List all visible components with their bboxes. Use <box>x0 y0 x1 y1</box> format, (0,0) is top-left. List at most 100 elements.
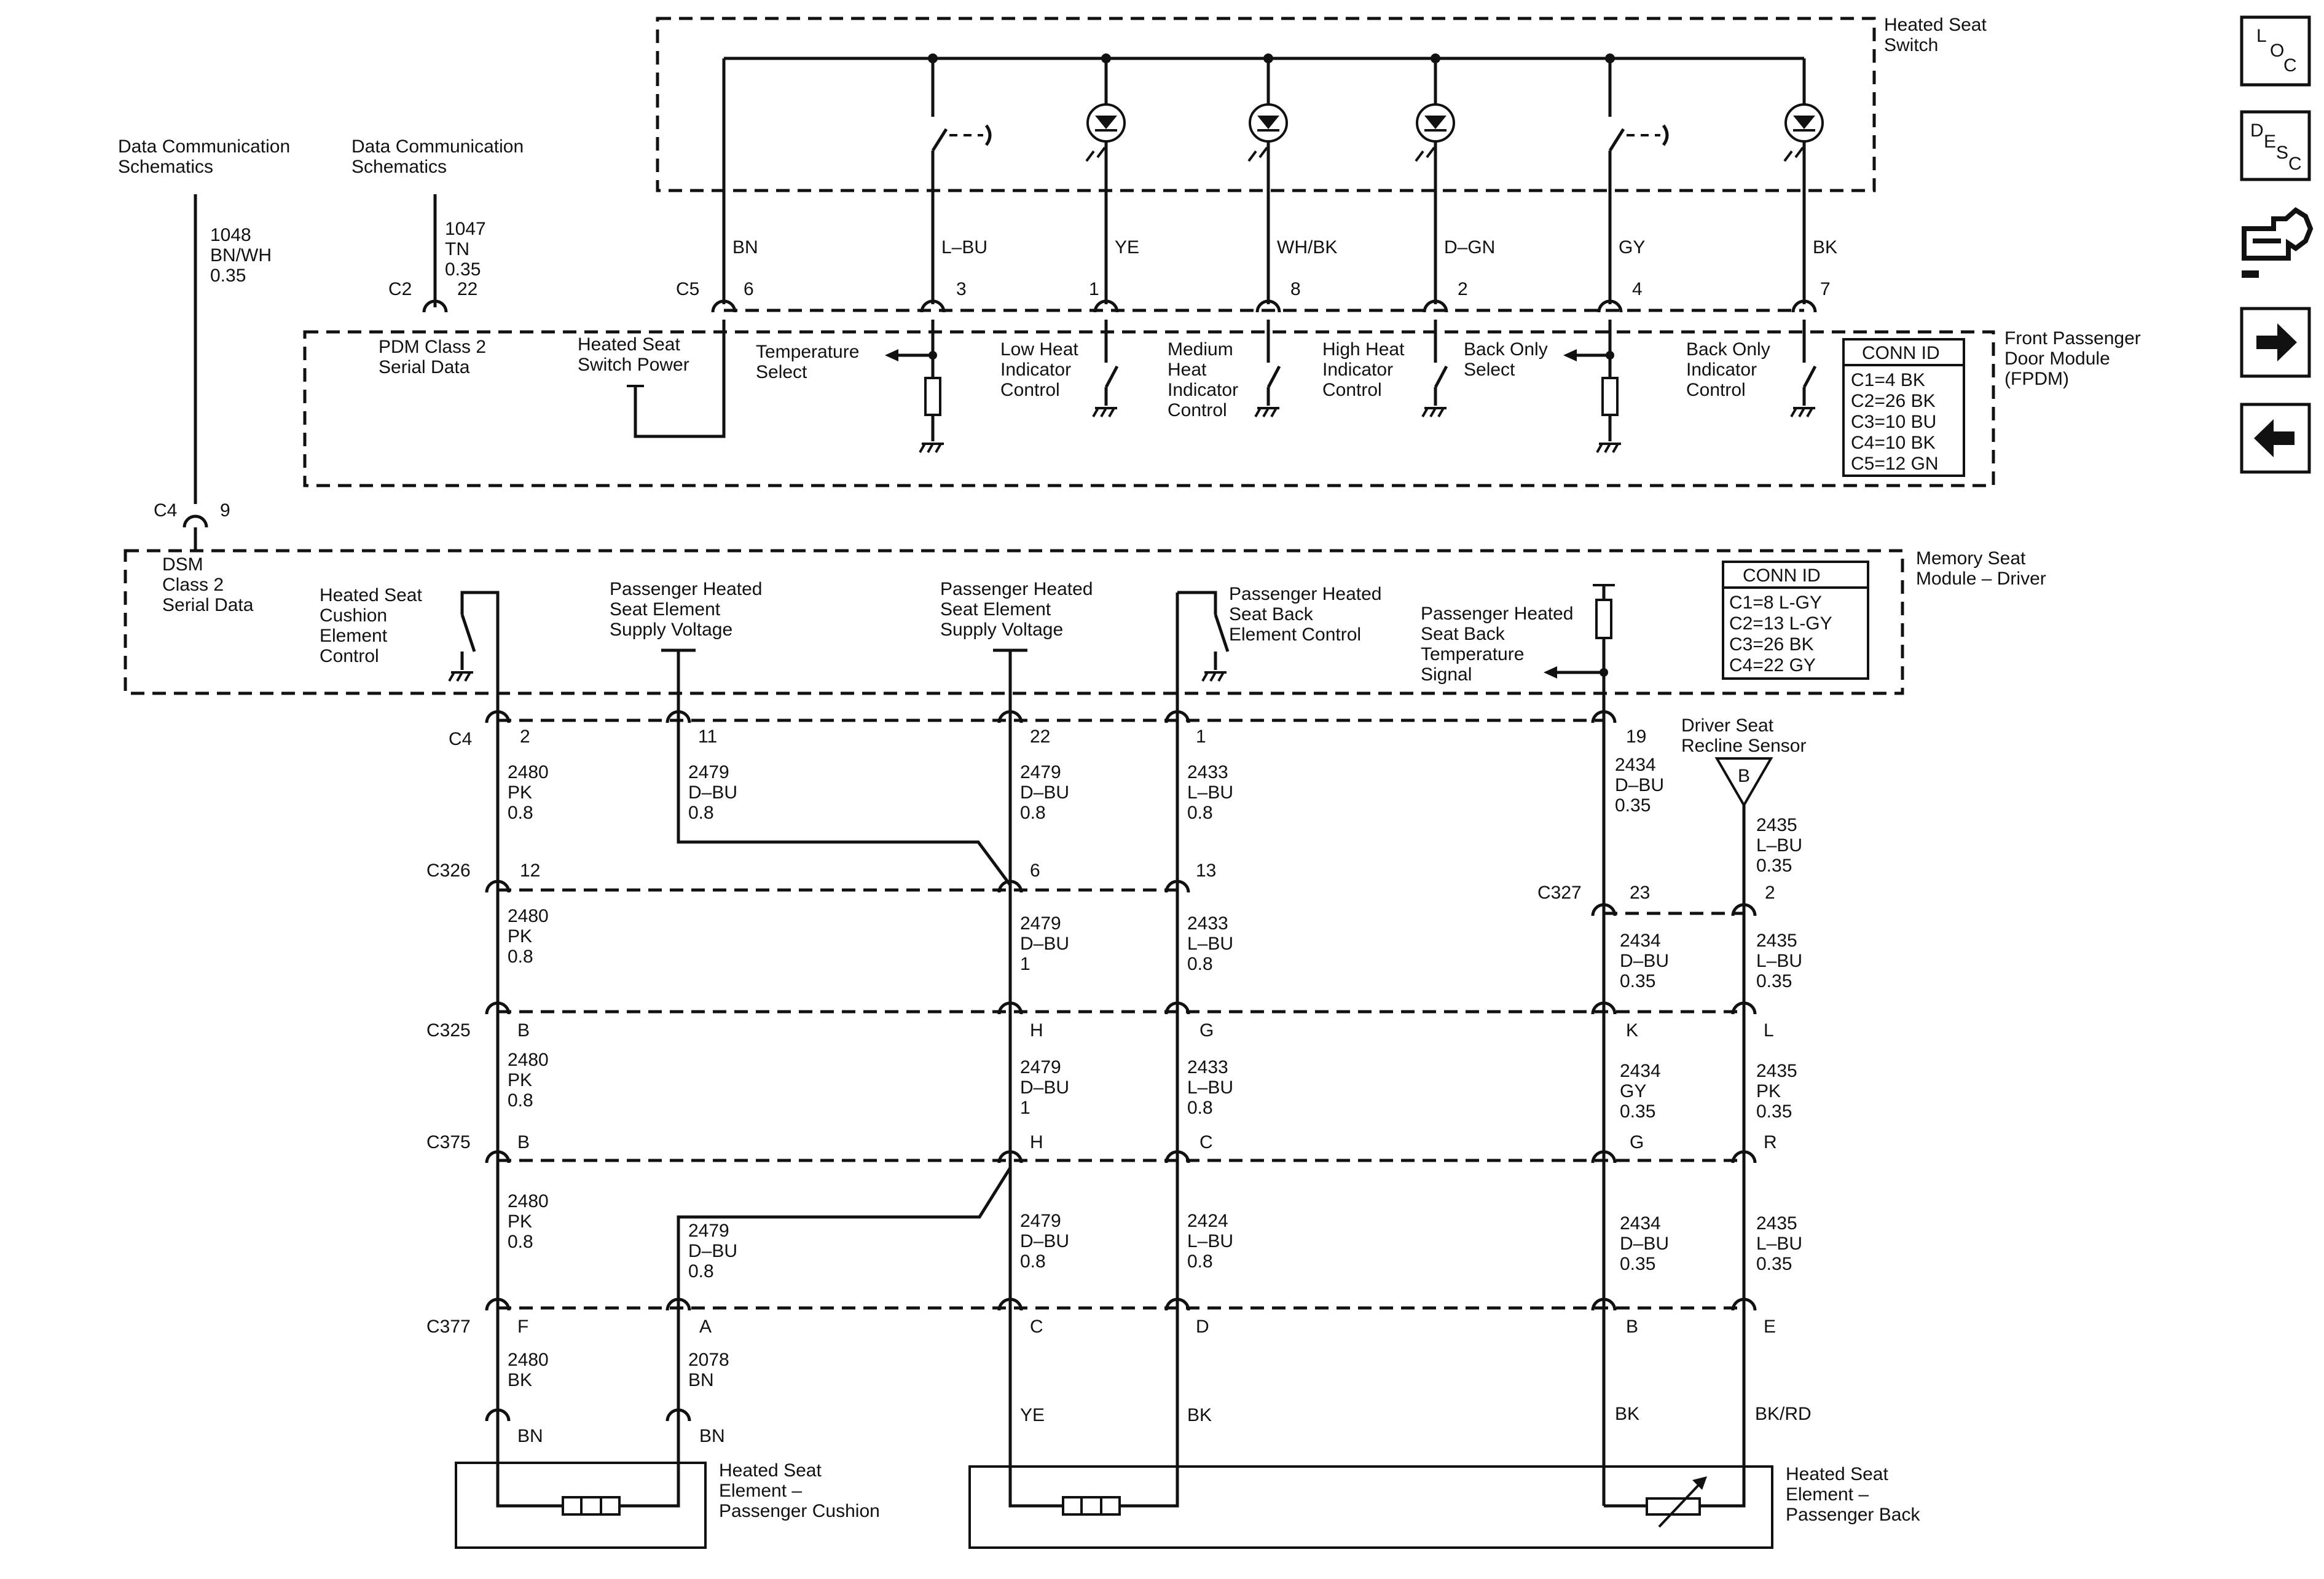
supply-voltage-terminal <box>661 648 696 713</box>
wire-color-label: D–GN <box>1444 237 1495 258</box>
pin-label: B <box>517 1132 530 1152</box>
location-button[interactable]: L O C <box>2240 15 2311 87</box>
desc-letter: E <box>2264 132 2276 152</box>
element-lead-label: YE <box>1020 1405 1045 1425</box>
pin-label: K <box>1626 1020 1638 1041</box>
connector-label: C375 <box>426 1132 471 1152</box>
pin-label: 2 <box>1765 883 1775 903</box>
element-lead-label: BK <box>1615 1404 1639 1424</box>
led-icon <box>1085 58 1126 304</box>
desc-letter: D <box>2250 120 2264 141</box>
recline-badge: B <box>1738 766 1750 786</box>
conn-id-title: CONN ID <box>1743 565 1821 586</box>
wire-color-label: L–BU <box>941 237 987 258</box>
fpdm-connector-arcs <box>422 299 1817 313</box>
next-page-button[interactable] <box>2240 307 2311 378</box>
pin-label: 6 <box>1030 860 1040 881</box>
pin-label: 1 <box>1196 726 1206 747</box>
element-lead-label: BK <box>1187 1405 1212 1425</box>
previous-page-button[interactable] <box>2240 403 2311 474</box>
pin-label: 3 <box>956 279 967 299</box>
pin-label: E <box>1764 1317 1776 1337</box>
loc-letter: O <box>2270 41 2284 61</box>
conn-id-row: C1=4 BK <box>1851 370 1925 390</box>
pin-label: 13 <box>1196 860 1216 881</box>
pin-label: B <box>517 1020 530 1041</box>
pin-label: 8 <box>1290 279 1301 299</box>
supply-voltage-terminal <box>993 648 1027 713</box>
pin-label: 22 <box>457 279 477 299</box>
pin-label: 2 <box>520 726 530 747</box>
connector-label: C327 <box>1537 883 1582 903</box>
temp-signal-circuit <box>1544 584 1615 713</box>
low-heat-switch <box>1092 320 1119 417</box>
wire-color-label: YE <box>1115 237 1139 258</box>
pin-label: H <box>1030 1020 1043 1041</box>
connector-icon <box>2242 207 2314 278</box>
connector-label: C325 <box>426 1020 471 1041</box>
temp-select-switch <box>931 58 992 304</box>
wire-color-label: BN <box>732 237 758 258</box>
arrow-left-icon <box>2254 419 2295 457</box>
element-lead-label: BK/RD <box>1755 1404 1812 1424</box>
back-only-select-circuit <box>1563 320 1621 453</box>
pin-label: 12 <box>520 860 540 881</box>
connector-label: C4 <box>154 500 177 521</box>
wire-color-label: WH/BK <box>1277 237 1337 258</box>
description-button[interactable]: D E S C <box>2240 110 2311 181</box>
pin-label: A <box>699 1317 712 1337</box>
connector-label: C5 <box>676 279 699 299</box>
pin-label: 4 <box>1632 279 1643 299</box>
pin-label: 11 <box>698 726 717 747</box>
pin-label: G <box>1199 1020 1214 1041</box>
connector-view-button[interactable] <box>2242 207 2314 278</box>
harness-wires <box>496 713 1746 1506</box>
back-control-switch <box>1176 591 1230 713</box>
back-only-indicator-switch <box>1790 320 1817 417</box>
element-lead-label: BN <box>699 1426 725 1446</box>
pin-label: B <box>1626 1317 1638 1337</box>
led-icon <box>1415 58 1455 304</box>
pin-label: R <box>1764 1132 1777 1152</box>
connector-label: C377 <box>426 1317 471 1337</box>
conn-id-row: C4=22 GY <box>1729 655 1816 675</box>
connector-label: C4 <box>449 729 472 749</box>
conn-id-row: C2=26 BK <box>1851 391 1936 411</box>
pin-label: 2 <box>1458 279 1468 299</box>
loc-letter: C <box>2283 55 2297 76</box>
connector-label: C326 <box>426 860 471 881</box>
pin-label: 22 <box>1030 726 1050 747</box>
